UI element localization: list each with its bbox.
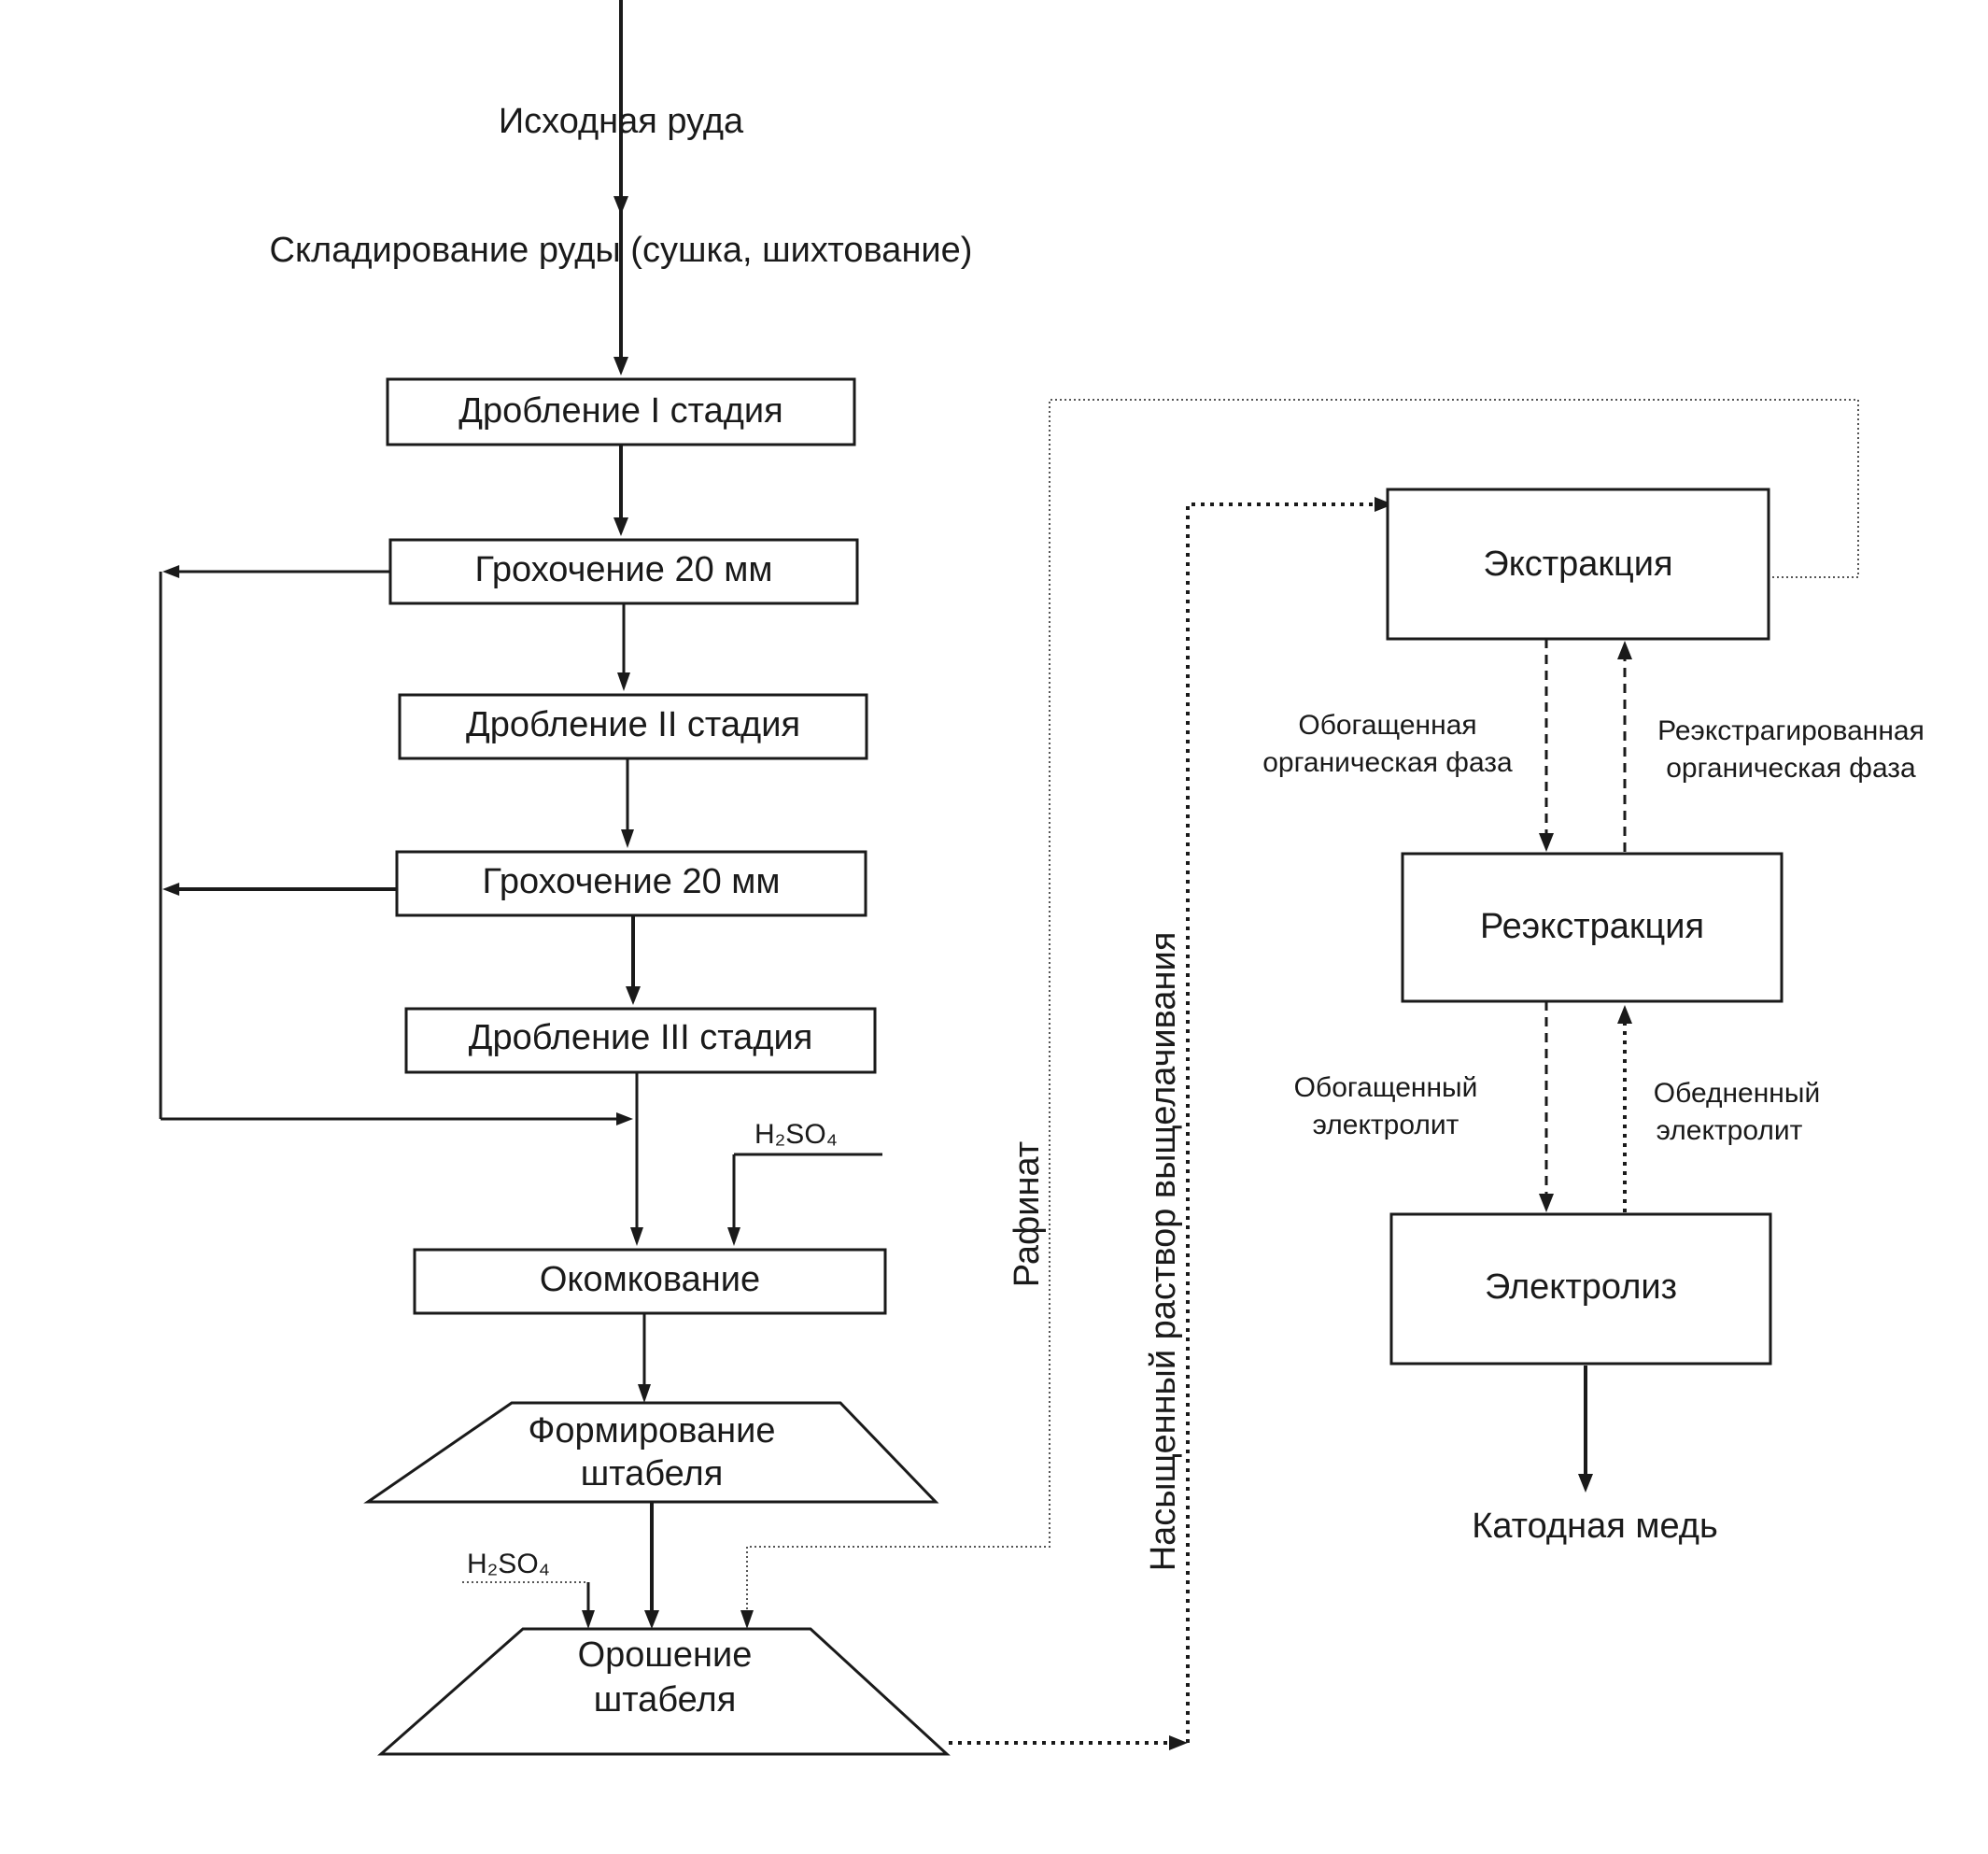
arrowhead [616, 1112, 633, 1125]
crushing-stage-2-box [398, 693, 868, 760]
arrowhead [162, 883, 179, 896]
electrolysis-box [1389, 1212, 1772, 1366]
screening-2-label: Грохочение 20 мм [482, 862, 780, 901]
pregnant-solution-riser [1186, 502, 1376, 1743]
arrowhead [644, 1610, 659, 1629]
reagent-1-label: H₂SO₄ [754, 1119, 838, 1150]
heap-forming-shape [363, 1401, 939, 1504]
arrowhead [613, 517, 628, 536]
arrowhead [613, 357, 628, 375]
arrowhead [740, 1610, 754, 1629]
crushing-stage-1-box [386, 377, 856, 446]
stripped-organic-label-1: Реэкстрагированная [1657, 715, 1925, 746]
screening-1-box [388, 538, 859, 605]
arrowhead [582, 1610, 595, 1629]
arrowhead [1539, 833, 1554, 852]
stripped-organic-label-2: органическая фаза [1666, 753, 1916, 784]
arrowhead [630, 1227, 643, 1246]
arrowhead [1617, 641, 1632, 659]
rich-electrolyte-label-2: электролит [1313, 1110, 1459, 1140]
crushing-stage-2-label: Дробление II стадия [466, 705, 800, 744]
heap-irrigation-label-2: штабеля [594, 1680, 737, 1720]
arrowhead [1539, 1194, 1554, 1212]
arrowhead [1375, 497, 1393, 512]
raffinate-return-line [746, 399, 1859, 1612]
arrowhead [727, 1227, 740, 1246]
loaded-organic-label-2: органическая фаза [1262, 747, 1513, 778]
crushing-stage-1-label: Дробление I стадия [458, 391, 783, 431]
pregnant-solution-label: Насыщенный раствор выщелачивания [1144, 932, 1183, 1572]
stripping-label: Реэкстракция [1480, 907, 1704, 946]
heap-forming-label-2: штабеля [581, 1454, 724, 1493]
arrowhead [1169, 1735, 1188, 1750]
lean-electrolyte-label-1: Обедненный [1654, 1078, 1820, 1109]
pelletizing-label: Окомкование [540, 1260, 760, 1299]
stripping-box [1401, 852, 1784, 1003]
rich-electrolyte-label-1: Обогащенный [1294, 1072, 1478, 1103]
loaded-organic-label-1: Обогащенная [1298, 710, 1476, 741]
heap-irrigation-shape [377, 1627, 951, 1756]
crushing-stage-3-box [404, 1007, 877, 1074]
cathode-copper-label: Катодная медь [1472, 1507, 1718, 1546]
arrowhead [617, 672, 630, 691]
arrowhead [162, 565, 179, 578]
arrowhead [1617, 1005, 1632, 1024]
arrowhead [1578, 1474, 1593, 1493]
crushing-stage-3-label: Дробление III стадия [469, 1018, 813, 1057]
reagent-2-label: H₂SO₄ [467, 1549, 550, 1579]
arrowhead [626, 986, 641, 1005]
extraction-label: Экстракция [1483, 545, 1672, 584]
screening-1-label: Грохочение 20 мм [474, 550, 772, 589]
pelletizing-box [413, 1248, 887, 1315]
arrowhead [621, 829, 634, 848]
extraction-box [1386, 488, 1770, 641]
lean-electrolyte-label-2: электролит [1657, 1115, 1803, 1146]
electrolysis-label: Электролиз [1485, 1267, 1677, 1307]
heap-irrigation-label-1: Орошение [578, 1635, 753, 1675]
raffinate-label: Рафинат [1008, 1141, 1047, 1287]
arrowhead [638, 1384, 651, 1403]
heap-forming-label-1: Формирование [528, 1411, 775, 1451]
